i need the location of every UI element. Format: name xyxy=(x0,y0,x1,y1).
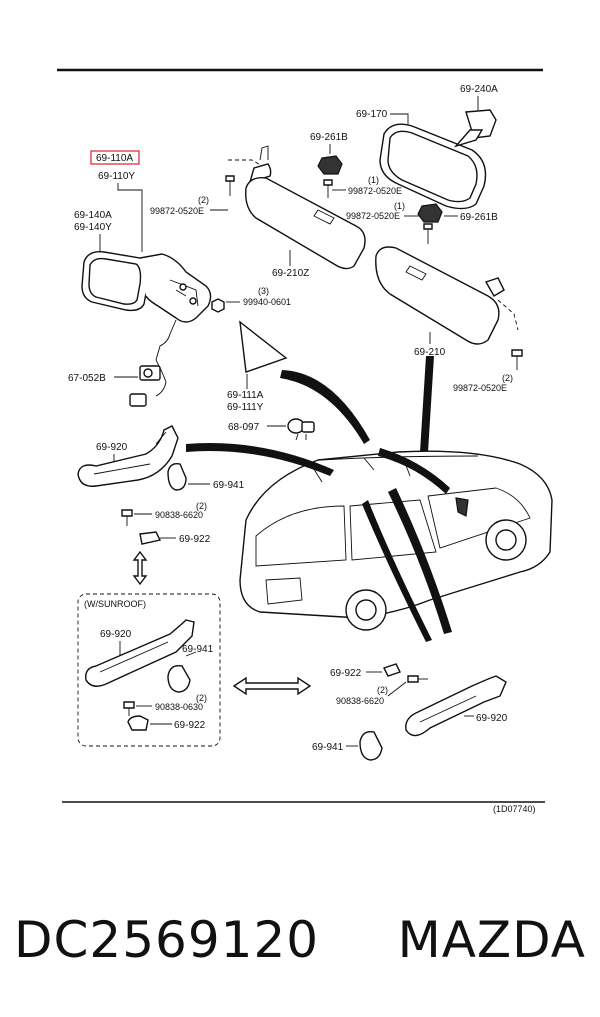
pointer-right-grip xyxy=(388,488,452,634)
qty-99872-c: (1) xyxy=(394,201,405,211)
qty-99872-d: (2) xyxy=(502,373,513,383)
caption-bar: DC2569120 MAZDA xyxy=(0,900,600,980)
grip-cap-top xyxy=(167,462,187,491)
inner-rear-view-mirror xyxy=(379,123,487,210)
screw-right-c xyxy=(423,223,433,244)
dash-left-visor xyxy=(228,159,263,167)
label-69-110A: 69-110A xyxy=(96,153,133,164)
visor-holder-right xyxy=(417,203,443,223)
label-99872-c: 99872-0520E xyxy=(346,211,400,221)
door-mirror-assembly xyxy=(81,251,212,323)
label-69-941-sunroof: 69-941 xyxy=(182,644,214,655)
grip-clip-top xyxy=(139,531,162,545)
swap-arrow-horizontal xyxy=(232,676,312,696)
label-69-920-right: 69-920 xyxy=(476,713,508,724)
label-99872-b: 99872-0520E xyxy=(150,206,204,216)
label-69-920-top: 69-920 xyxy=(96,442,128,453)
pointer-top-grip xyxy=(186,443,334,476)
grip-screw-sunroof xyxy=(123,701,135,716)
screw-right-d xyxy=(511,349,523,370)
van-body xyxy=(239,450,553,631)
label-69-261B-right: 69-261B xyxy=(460,212,498,223)
label-69-111Y: 69-111Y xyxy=(227,402,264,413)
label-69-140A: 69-140A xyxy=(74,210,112,221)
qty-99872-a: (1) xyxy=(368,175,379,185)
label-69-941-right: 69-941 xyxy=(312,742,344,753)
sunroof-label-bg xyxy=(82,598,174,610)
label-69-922-sunroof: 69-922 xyxy=(174,720,206,731)
label-69-110Y: 69-110Y xyxy=(98,171,135,182)
ref-code: (1D07740) xyxy=(493,804,536,814)
clip-68-097 xyxy=(287,418,315,441)
label-69-111A: 69-111A xyxy=(227,390,264,401)
label-69-140Y: 69-140Y xyxy=(74,222,112,233)
label-69-261B-left: 69-261B xyxy=(310,132,348,143)
leader-69-170 xyxy=(390,113,409,124)
label-68-097: 68-097 xyxy=(228,422,260,433)
label-69-922-top: 69-922 xyxy=(179,534,211,545)
label-90838-right: 90838-6620 xyxy=(336,696,384,706)
label-69-240A: 69-240A xyxy=(460,84,498,95)
label-99872-d: 99872-0520E xyxy=(453,383,507,393)
label-90838-top: 90838-6620 xyxy=(155,510,203,520)
assist-grip-top xyxy=(77,425,179,487)
label-69-170: 69-170 xyxy=(356,109,388,120)
label-69-210: 69-210 xyxy=(414,347,446,358)
qty-99940: (3) xyxy=(258,286,269,296)
sun-visor-left xyxy=(245,145,366,270)
qty-99872-b: (2) xyxy=(198,195,209,205)
grip-screw-top xyxy=(121,509,133,526)
part-number: DC2569120 xyxy=(14,911,320,969)
label-69-210Z: 69-210Z xyxy=(272,268,309,279)
pointer-sunroof-grip xyxy=(362,500,432,642)
leader-69-941-sunroof xyxy=(185,651,197,657)
mirror-harness xyxy=(129,319,177,407)
label-99940: 99940-0601 xyxy=(243,297,291,307)
qty-90838-top: (2) xyxy=(196,501,207,511)
parts-diagram: (1D07740) 69-110A 69-110Y 69-140A 69-140… xyxy=(57,68,553,814)
grip-cap-right xyxy=(359,731,383,761)
screw-99940 xyxy=(211,298,225,313)
visor-holder-left xyxy=(317,155,343,175)
label-69-922-right: 69-922 xyxy=(330,668,362,679)
grip-clip-right xyxy=(383,663,401,677)
pointer-rear xyxy=(378,448,450,494)
qty-90838-right: (2) xyxy=(377,685,388,695)
corner-garnish xyxy=(239,320,288,373)
sunroof-label: (W/SUNROOF) xyxy=(84,599,146,609)
label-69-941-top: 69-941 xyxy=(213,480,245,491)
pointer-corner xyxy=(280,370,370,444)
grip-cap-sunroof xyxy=(167,665,191,693)
sunroof-box xyxy=(77,593,221,747)
assist-grip-sunroof xyxy=(85,619,195,687)
label-90838-sunroof: 90838-0630 xyxy=(155,702,203,712)
sun-visor-right xyxy=(375,246,505,345)
leader-90838-right xyxy=(387,681,407,697)
label-67-052B: 67-052B xyxy=(68,373,106,384)
label-99872-a: 99872-0520E xyxy=(348,186,402,196)
label-69-920-sunroof: 69-920 xyxy=(100,629,132,640)
qty-90838-sunroof: (2) xyxy=(196,693,207,703)
grip-screw-right xyxy=(407,675,428,683)
screw-left-a xyxy=(323,179,333,198)
screw-left-b xyxy=(225,175,235,196)
grip-clip-sunroof xyxy=(127,715,149,731)
dash-right-visor xyxy=(497,299,519,331)
leader-69-110 xyxy=(117,183,143,252)
highlight-box xyxy=(90,150,140,165)
pointer-visor xyxy=(420,356,434,452)
assist-grip-right xyxy=(405,675,507,737)
swap-arrow-vertical xyxy=(132,550,148,586)
brand-name: MAZDA xyxy=(397,911,586,969)
